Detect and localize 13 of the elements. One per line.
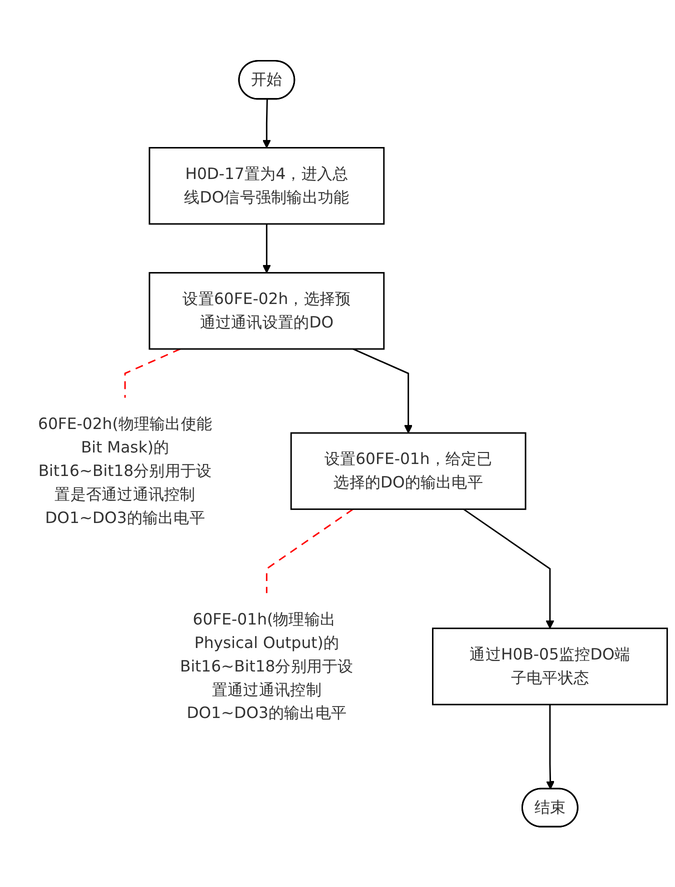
arrow bbox=[262, 99, 271, 148]
connector bbox=[266, 508, 354, 593]
node-text: 60FE-01h(物理输出 Physical Output)的Bit16~Bit18分别用于设置通过通讯控制DO1~DO3的输出电平 bbox=[180, 610, 354, 722]
node-text: 60FE-02h(物理输出使能Bit Mask)的Bit16~Bit18分别用于设置是否通过通讯控制DO1~DO3的输出电平 bbox=[38, 414, 212, 527]
arrow bbox=[463, 508, 554, 629]
arrow bbox=[262, 224, 271, 273]
node-box: 通过H0B-05监控DO端子电平状态 bbox=[432, 627, 668, 706]
node-box: 设置60FE-01h，给定已选择的DO的输出电平 bbox=[290, 432, 526, 510]
connector bbox=[124, 348, 181, 398]
arrow bbox=[546, 704, 555, 790]
node-box: 设置60FE-02h，选择预通过通讯设置的DO bbox=[148, 272, 385, 350]
arrow bbox=[352, 348, 413, 434]
node-box: H0D-17置为4，进入总线DO信号强制输出功能 bbox=[148, 146, 385, 224]
